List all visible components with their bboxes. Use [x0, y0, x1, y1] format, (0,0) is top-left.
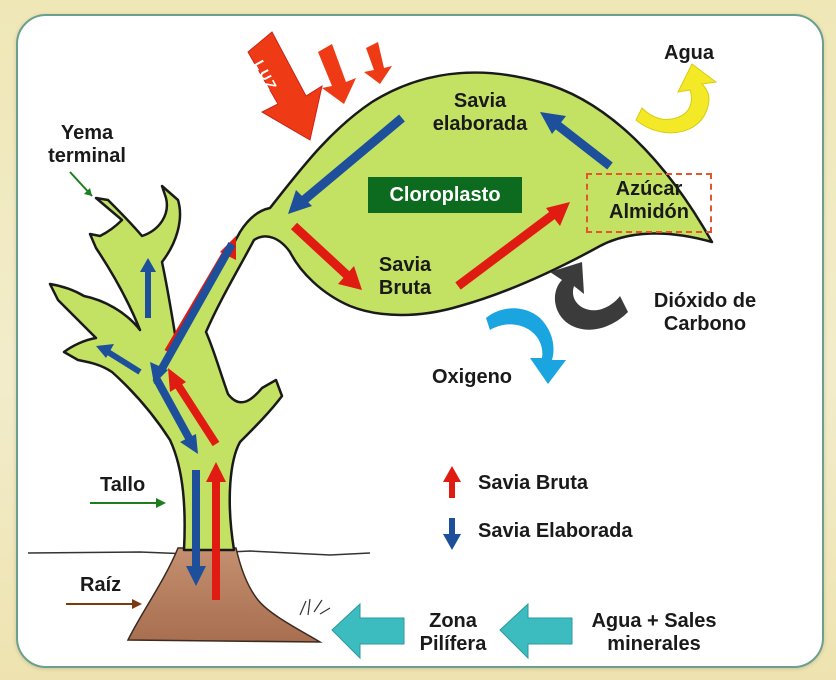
- plant-body: [48, 71, 714, 552]
- cyan-arrow-to-root: [331, 602, 405, 660]
- agua-sales-label: Agua + Sales minerales: [576, 610, 732, 656]
- minerales-line2: minerales: [607, 633, 701, 655]
- azucar-almidon-box: [586, 173, 712, 233]
- oxigeno-label: Oxigeno: [432, 366, 513, 388]
- oxigeno-arrow: [486, 308, 566, 384]
- zona-pilifera-label: Zona Pilífera: [408, 610, 498, 656]
- yema-line1: Yema: [60, 122, 114, 144]
- savia-bruta-label: Savia Bruta: [368, 254, 442, 300]
- legend-elaborada-icon: [443, 518, 461, 550]
- tallo-label: Tallo: [100, 474, 146, 496]
- cyan-arrow-to-zona: [499, 602, 573, 660]
- savia-bruta-line1: Savia: [378, 254, 432, 276]
- agua-arrow: [635, 63, 718, 134]
- yema-line2: terminal: [48, 145, 126, 167]
- luz-arrows: [247, 31, 392, 141]
- blue-arrowhead: [540, 112, 566, 134]
- grass-tuft: [299, 598, 331, 616]
- dioxido-carbono-label: Dióxido de Carbono: [640, 290, 770, 336]
- agua-label: Agua: [664, 42, 714, 64]
- savia-bruta-line2: Bruta: [378, 277, 432, 299]
- savia-elaborada-line1: Savia: [453, 90, 507, 112]
- azucar-almidon-label: Azúcar Almidón: [588, 178, 710, 224]
- soil-root: [126, 547, 323, 643]
- legend-bruta-icon: [443, 466, 461, 498]
- pilifera-line2: Pilífera: [419, 633, 487, 655]
- azucar-line1: Azúcar: [615, 178, 683, 200]
- co2-arrow: [550, 262, 628, 330]
- raiz-label: Raíz: [80, 574, 122, 596]
- savia-elaborada-line2: elaborada: [432, 113, 528, 135]
- legend-savia-elaborada: Savia Elaborada: [478, 520, 633, 542]
- legend-savia-bruta: Savia Bruta: [478, 472, 589, 494]
- agua-sales-line1: Agua + Sales: [591, 610, 717, 632]
- yema-terminal-label: Yema terminal: [42, 122, 132, 168]
- zona-line1: Zona: [429, 610, 477, 632]
- cloroplasto-label: Cloroplasto: [368, 177, 522, 213]
- dioxido-line1: Dióxido de: [653, 290, 757, 312]
- almidon-line2: Almidón: [609, 201, 689, 223]
- carbono-line2: Carbono: [663, 313, 747, 335]
- savia-elaborada-label: Savia elaborada: [420, 90, 540, 136]
- stem-blue-arrows: [96, 242, 236, 586]
